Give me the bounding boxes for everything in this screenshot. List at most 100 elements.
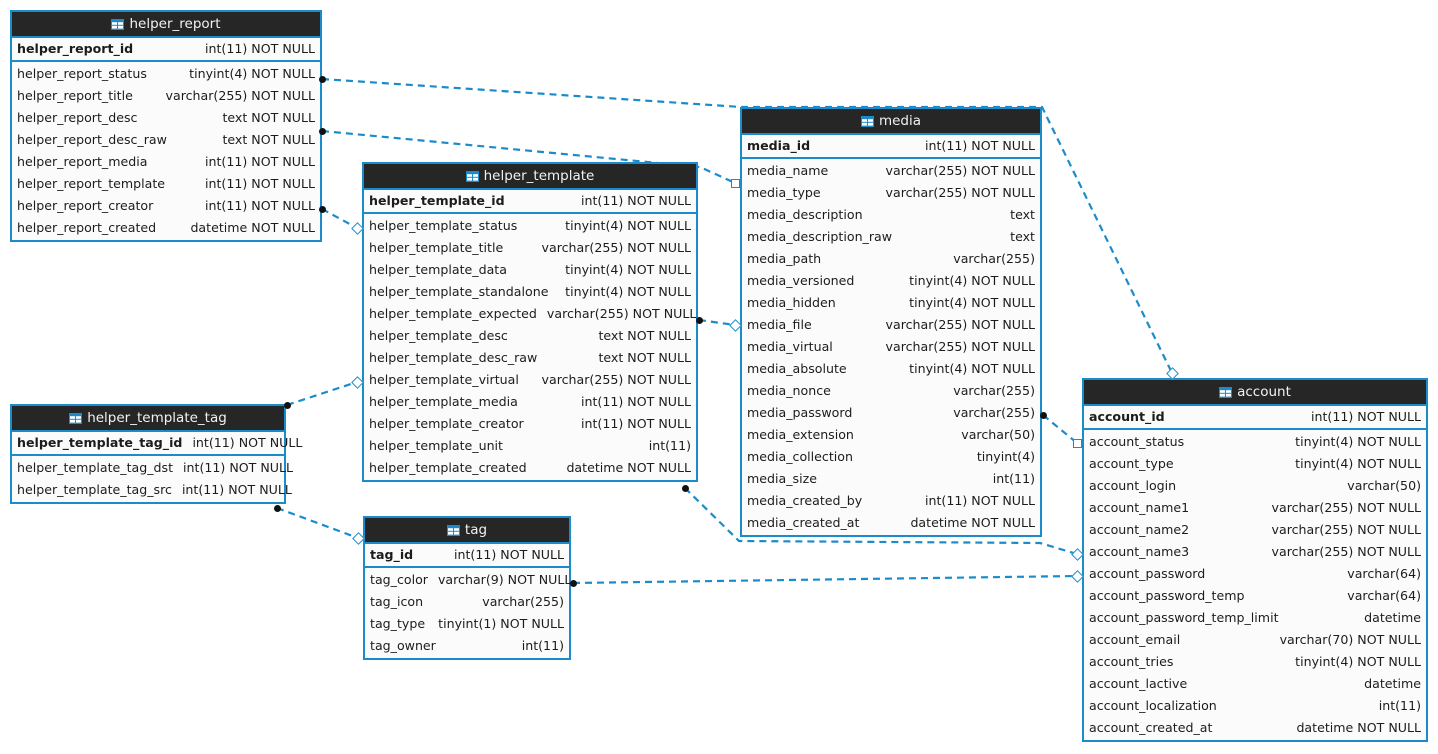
entity-header: helper_template_tag bbox=[12, 406, 284, 432]
column-type: datetime bbox=[1364, 676, 1421, 691]
column-name: media_file bbox=[747, 317, 812, 332]
column-type: varchar(255) NOT NULL bbox=[1271, 500, 1421, 515]
column-type: varchar(255) NOT NULL bbox=[885, 185, 1035, 200]
column-type: text bbox=[1010, 207, 1035, 222]
column-type: int(11) bbox=[1378, 698, 1421, 713]
column-type: int(11) bbox=[648, 438, 691, 453]
column-name: helper_template_media bbox=[369, 394, 518, 409]
column-type: tinyint(1) NOT NULL bbox=[438, 616, 564, 631]
column-name: media_description bbox=[747, 207, 863, 222]
column-name: media_name bbox=[747, 163, 829, 178]
column-type: text NOT NULL bbox=[598, 328, 691, 343]
column-type: varchar(255) NOT NULL bbox=[546, 306, 697, 321]
column-name: helper_template_tag_dst bbox=[17, 460, 174, 475]
column-type: text NOT NULL bbox=[598, 350, 691, 365]
entity-header: helper_template bbox=[364, 164, 696, 190]
entity-title: helper_report bbox=[129, 16, 221, 32]
column-name: helper_template_unit bbox=[369, 438, 503, 453]
column-type: int(11) NOT NULL bbox=[183, 460, 294, 475]
column-name: helper_template_data bbox=[369, 262, 507, 277]
column-type: int(11) NOT NULL bbox=[205, 154, 315, 169]
column-name: media_password bbox=[747, 405, 853, 420]
column-name: helper_template_id bbox=[369, 193, 505, 208]
column-type: varchar(255) NOT NULL bbox=[541, 372, 691, 387]
column-name: media_virtual bbox=[747, 339, 833, 354]
table-icon bbox=[111, 18, 125, 30]
column-row: tag_type tinyint(1) NOT NULL bbox=[365, 613, 569, 635]
column-name: account_login bbox=[1089, 478, 1177, 493]
column-row: account_name1 varchar(255) NOT NULL bbox=[1084, 497, 1426, 519]
column-name: tag_type bbox=[370, 616, 426, 631]
column-type: tinyint(4) NOT NULL bbox=[1295, 456, 1421, 471]
column-type: varchar(70) NOT NULL bbox=[1279, 632, 1421, 647]
column-name: media_absolute bbox=[747, 361, 847, 376]
column-name: helper_template_expected bbox=[369, 306, 537, 321]
entity-header: helper_report bbox=[12, 12, 320, 38]
column-type: tinyint(4) NOT NULL bbox=[1295, 654, 1421, 669]
column-type: tinyint(4) NOT NULL bbox=[909, 361, 1035, 376]
column-name: account_name1 bbox=[1089, 500, 1190, 515]
column-type: tinyint(4) NOT NULL bbox=[565, 262, 691, 277]
column-type: int(11) NOT NULL bbox=[925, 493, 1035, 508]
entity-header: media bbox=[742, 109, 1040, 135]
column-type: tinyint(4) NOT NULL bbox=[909, 273, 1035, 288]
column-type: varchar(255) bbox=[953, 383, 1035, 398]
column-type: tinyint(4) bbox=[976, 449, 1035, 464]
table-icon bbox=[1219, 386, 1233, 398]
column-name: account_name3 bbox=[1089, 544, 1190, 559]
column-name: tag_owner bbox=[370, 638, 436, 653]
column-type: int(11) NOT NULL bbox=[581, 394, 691, 409]
column-name: helper_report_template bbox=[17, 176, 166, 191]
column-type: datetime NOT NULL bbox=[190, 220, 315, 235]
column-row: helper_template_unit int(11) bbox=[364, 435, 696, 457]
column-type: tinyint(4) NOT NULL bbox=[565, 218, 691, 233]
column-type: tinyint(4) NOT NULL bbox=[909, 295, 1035, 310]
column-name: media_id bbox=[747, 138, 811, 153]
entity-title: account bbox=[1237, 384, 1291, 400]
column-type: tinyint(4) NOT NULL bbox=[565, 284, 691, 299]
column-type: varchar(255) NOT NULL bbox=[885, 317, 1035, 332]
column-type: varchar(255) bbox=[953, 405, 1035, 420]
column-type: int(11) NOT NULL bbox=[454, 547, 564, 562]
column-type: text NOT NULL bbox=[222, 110, 315, 125]
entity-table-helper_template[interactable]: helper_template helper_template_id int(11)… bbox=[362, 162, 698, 482]
relationship-line bbox=[1042, 414, 1078, 444]
column-type: varchar(64) bbox=[1347, 566, 1421, 581]
column-type: varchar(255) NOT NULL bbox=[1271, 522, 1421, 537]
column-name: media_path bbox=[747, 251, 822, 266]
relationship-endpoint-source bbox=[273, 504, 281, 512]
column-name: account_email bbox=[1089, 632, 1181, 647]
column-row: media_description text bbox=[742, 204, 1040, 226]
relationship-endpoint-source bbox=[681, 484, 689, 492]
column-row: helper_template_tag_dst int(11) NOT NULL bbox=[12, 457, 293, 479]
entity-title: tag bbox=[464, 522, 488, 538]
